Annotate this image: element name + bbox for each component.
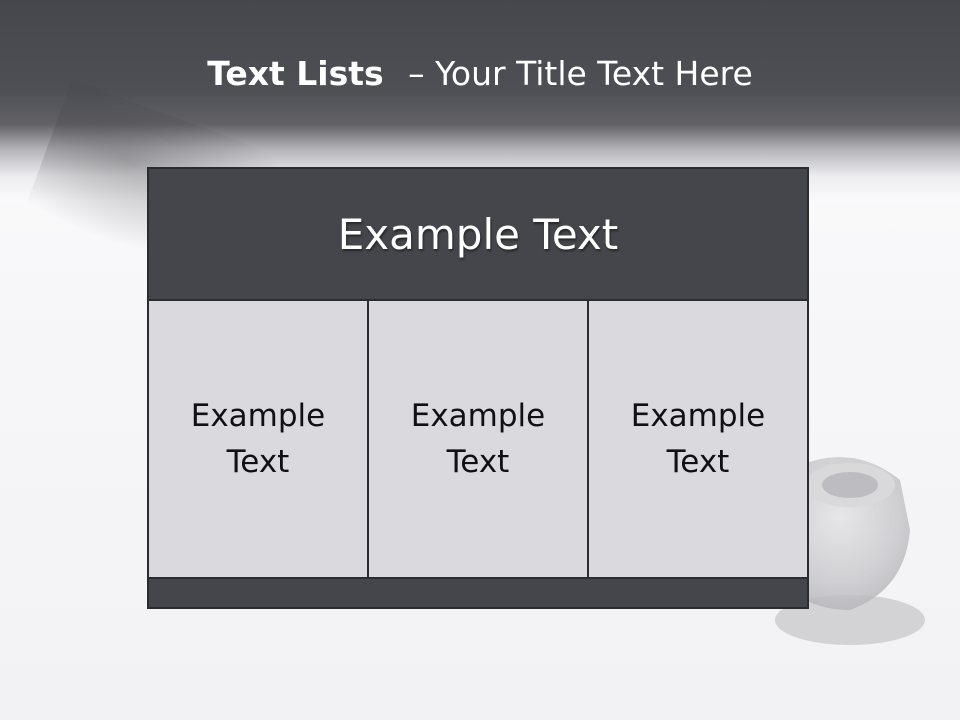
content-table: Example Text Example Text Example Text E… [147,167,809,609]
table-column-3: Example Text [589,301,807,577]
table-column-3-text: Example Text [630,398,766,480]
title-subtitle-part: Your Title Text Here [435,54,753,93]
table-footer-bar [149,577,807,607]
slide-title: Text Lists – Your Title Text Here [0,50,960,98]
table-header-text: Example Text [337,209,619,259]
table-header-cell: Example Text [149,169,807,301]
title-bold-part: Text Lists [207,54,384,93]
table-column-1-text: Example Text [190,398,326,480]
title-dash: – [408,54,425,93]
header-band [0,0,960,200]
table-columns-row: Example Text Example Text Example Text [149,301,807,577]
table-column-2: Example Text [369,301,589,577]
table-column-2-text: Example Text [410,398,546,480]
table-column-1: Example Text [149,301,369,577]
